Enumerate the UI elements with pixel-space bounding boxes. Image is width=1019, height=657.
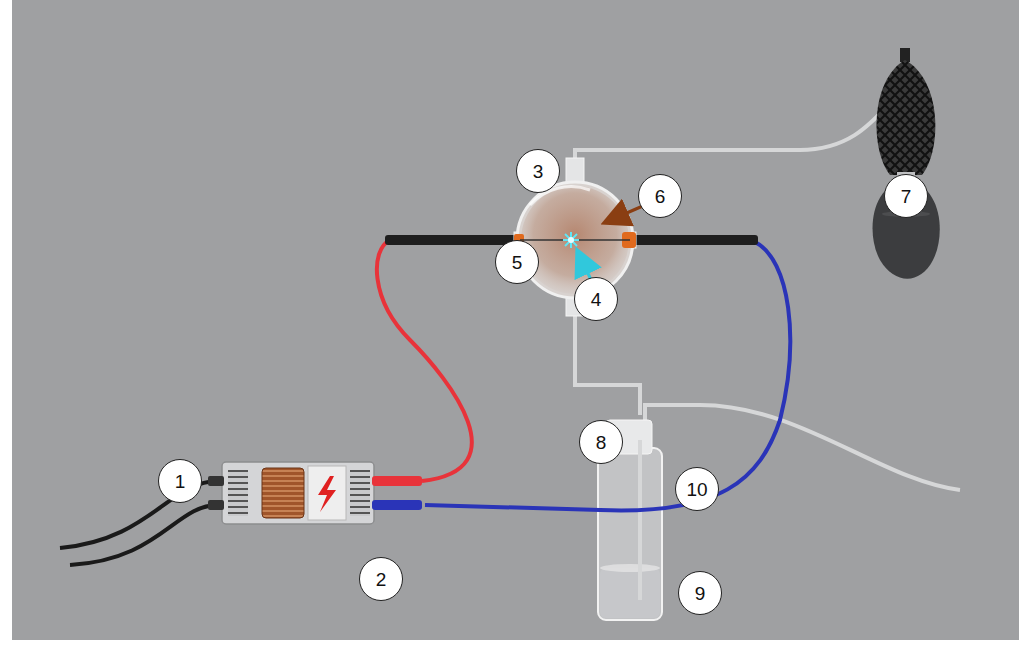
callout-text: 8 [596,433,607,452]
callout-number: 7 [884,174,928,218]
callout-number: 4 [574,277,618,321]
callout-text: 1 [175,472,186,491]
callout-text: 5 [512,253,523,272]
callout-text: 10 [686,480,707,499]
callout-number: 3 [516,149,560,193]
callout-number: 5 [495,240,539,284]
callout-text: 6 [655,187,666,206]
callout-text: 3 [533,162,544,181]
callout-number: 1 [158,459,202,503]
background [12,0,1019,640]
callout-text: 2 [376,570,387,589]
callout-number: 8 [579,420,623,464]
callout-number: 10 [675,467,719,511]
callout-number: 9 [678,571,722,615]
callout-text: 4 [591,290,602,309]
callout-text: 7 [901,187,912,206]
callout-text: 9 [695,584,706,603]
callout-number: 6 [638,174,682,218]
callout-number: 2 [359,557,403,601]
